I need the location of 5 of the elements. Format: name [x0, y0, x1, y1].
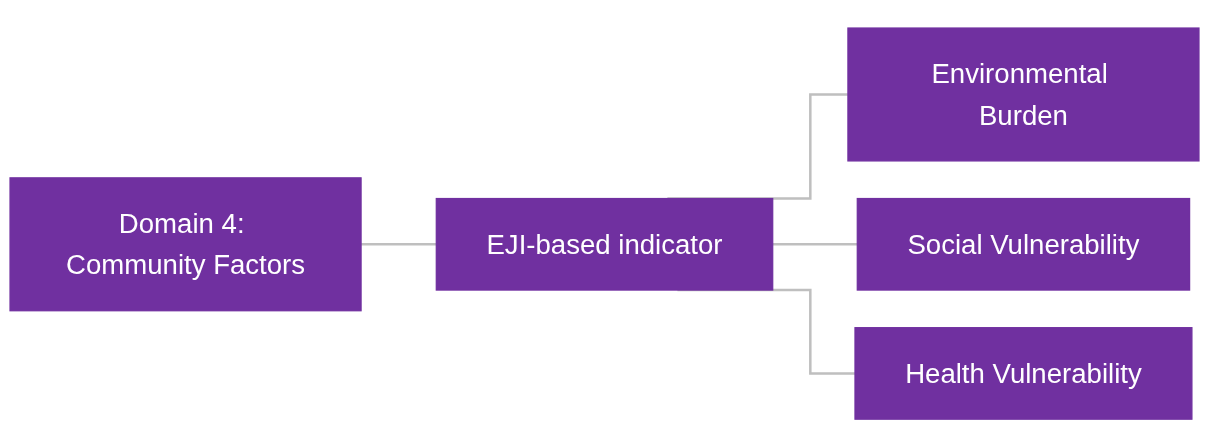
node-box: Social Vulnerability: [856, 197, 1191, 291]
node-box: Domain 4: Community Factors: [9, 177, 362, 312]
node-box: Health Vulnerability: [854, 326, 1193, 420]
node-box: Environmental Burden: [847, 27, 1200, 162]
node-box: EJI-based indicator: [435, 197, 774, 291]
